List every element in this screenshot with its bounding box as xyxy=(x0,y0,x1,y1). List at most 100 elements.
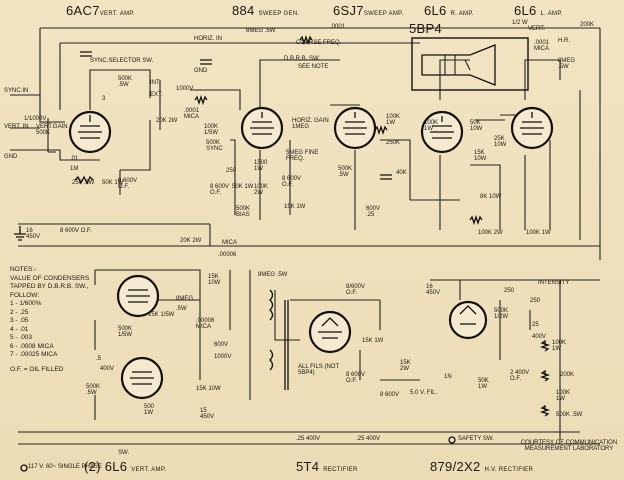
value-label: 8MEG .5W xyxy=(258,272,288,278)
b2-label: 5T4 RECTIFIER xyxy=(296,459,358,474)
vert-in-label: VERT. IN xyxy=(4,124,29,130)
value-label: 8 600V O.F. xyxy=(210,184,230,196)
value-label: 1000V xyxy=(176,86,194,92)
t2-lower xyxy=(230,139,291,220)
value-label: 50K 10W xyxy=(470,120,483,132)
resistor-5 xyxy=(469,214,483,226)
value-label: 40K xyxy=(396,170,407,176)
value-label: .25 400V xyxy=(356,436,381,442)
b3-tube xyxy=(448,300,488,340)
value-label: 500K .5W xyxy=(338,166,353,178)
resistor-3 xyxy=(299,34,313,46)
value-label: 8 600V xyxy=(380,392,400,398)
t1-tube xyxy=(68,110,112,154)
value-label: 100K 2W xyxy=(254,184,269,196)
b1-label: (2) 6L6 VERT. AMP. xyxy=(84,459,167,474)
value-label: 600V xyxy=(214,342,229,348)
value-label: 500K .5W xyxy=(556,412,583,418)
resistor-8 xyxy=(539,339,551,352)
value-label: 500K BIAS xyxy=(236,206,251,218)
value-label: 400V xyxy=(100,366,115,372)
t4-tube xyxy=(420,110,464,154)
value-label: 100K 1W xyxy=(424,120,439,132)
value-label: 250 xyxy=(226,168,237,174)
value-label: 8MEG .5W xyxy=(246,28,276,34)
b1-wiring xyxy=(94,269,201,420)
b3-label: 879/2X2 H.V. RECTIFIER xyxy=(430,459,534,474)
value-label: 25K 10W xyxy=(494,136,507,148)
resistor-1 xyxy=(74,175,94,185)
value-label: 400V xyxy=(532,334,547,340)
value-label: 500K SYNC xyxy=(206,140,223,152)
sync-selector-label: SYNC.SELECTOR SW. xyxy=(90,58,154,64)
value-label: 100K 1W xyxy=(386,114,401,126)
value-label: 500K .5W xyxy=(86,384,101,396)
value-label: 8 600V O.F. xyxy=(118,178,138,190)
resistor-2 xyxy=(194,94,208,106)
value-label: 16 450V xyxy=(26,228,41,240)
int-label: INT. xyxy=(150,80,161,86)
value-label: 200K xyxy=(580,22,595,28)
value-label: .0001 MICA xyxy=(534,40,550,52)
hv-wiring xyxy=(430,279,600,440)
value-label: 50K 1W xyxy=(478,378,489,390)
vert-gain-pot xyxy=(47,118,56,153)
resistor-4 xyxy=(374,124,388,136)
resistor-6 xyxy=(539,369,551,382)
value-label: 3 xyxy=(102,96,106,102)
value-label: 250 xyxy=(530,298,541,304)
intensity-label: INTENSITY xyxy=(538,280,570,286)
value-label: 100K 1/5W xyxy=(204,124,219,136)
t1-wiring xyxy=(89,69,151,195)
t3-label: 6SJ7SWEEP AMP. xyxy=(333,3,404,18)
all-fils-label: ALL FILS (NOT 5BP4) xyxy=(298,364,340,376)
t3-wiring xyxy=(330,104,460,230)
rect-wiring xyxy=(290,299,420,381)
sw-label: SW. xyxy=(118,450,130,456)
value-label: 50K 1W xyxy=(232,184,254,190)
plate-rail xyxy=(59,42,420,110)
t2-wiring xyxy=(159,59,340,130)
value-label: 1N xyxy=(444,374,452,380)
dbrb-switch-label: D.B.R.B. SW. xyxy=(284,56,321,62)
fil-label: 5.0 V. FIL. xyxy=(410,390,438,396)
value-label: .0001 xyxy=(330,24,346,30)
notes-block: NOTES:- VALUE OF CONDENSERS TAPPED BY D.… xyxy=(10,266,90,373)
fine-freq-label: 5MEG FINE FREQ. xyxy=(286,150,319,162)
value-label: 15 450V xyxy=(200,408,215,420)
ground-symbol xyxy=(14,226,26,241)
value-label: 16 450V xyxy=(426,284,441,296)
gnd-label-1: GND xyxy=(4,154,18,160)
value-label: 20K 2W xyxy=(180,238,202,244)
courtesy-label: COURTESY OF COMMUNICATION MEASUREMENT LA… xyxy=(520,440,618,452)
value-label: 15K 10W xyxy=(474,150,487,162)
value-label: 15K 1W xyxy=(284,204,306,210)
value-label: 500 1W xyxy=(144,404,155,416)
input-wires xyxy=(10,94,100,161)
value-label: 1000V xyxy=(214,354,232,360)
crt-label: 5BP4 xyxy=(409,21,443,36)
t4-t5-plates xyxy=(439,59,561,100)
value-label: 500K .5W xyxy=(118,76,133,88)
value-label: 600V .25 xyxy=(366,206,381,218)
mica-label: MICA xyxy=(222,240,237,246)
value-label: 8/600V O.F. xyxy=(346,284,366,296)
value-label: 500K 1/5W xyxy=(118,326,133,338)
hr-label: H.R. xyxy=(558,38,570,44)
horiz-in-label: HORIZ. IN xyxy=(194,36,222,42)
ground-rail xyxy=(18,223,211,246)
crt-plates xyxy=(444,55,471,75)
crt-frame xyxy=(411,37,529,91)
value-label: 15K 2W xyxy=(400,360,411,372)
value-label: 2 400V O.F. xyxy=(510,370,530,382)
t2-tube xyxy=(240,106,284,150)
t1-label: 6AC7VERT. AMP. xyxy=(66,3,135,18)
value-label: VERT.GAIN 500K xyxy=(36,124,68,136)
value-label: .01 xyxy=(70,156,79,162)
value-label: 8MEG xyxy=(176,296,194,302)
b1b-tube xyxy=(120,356,164,400)
t2-label: 884 SWEEP GEN. xyxy=(232,3,300,18)
t5-label: 6L6 L. AMP. xyxy=(514,3,563,18)
gnd-label-2: GND xyxy=(194,68,208,74)
